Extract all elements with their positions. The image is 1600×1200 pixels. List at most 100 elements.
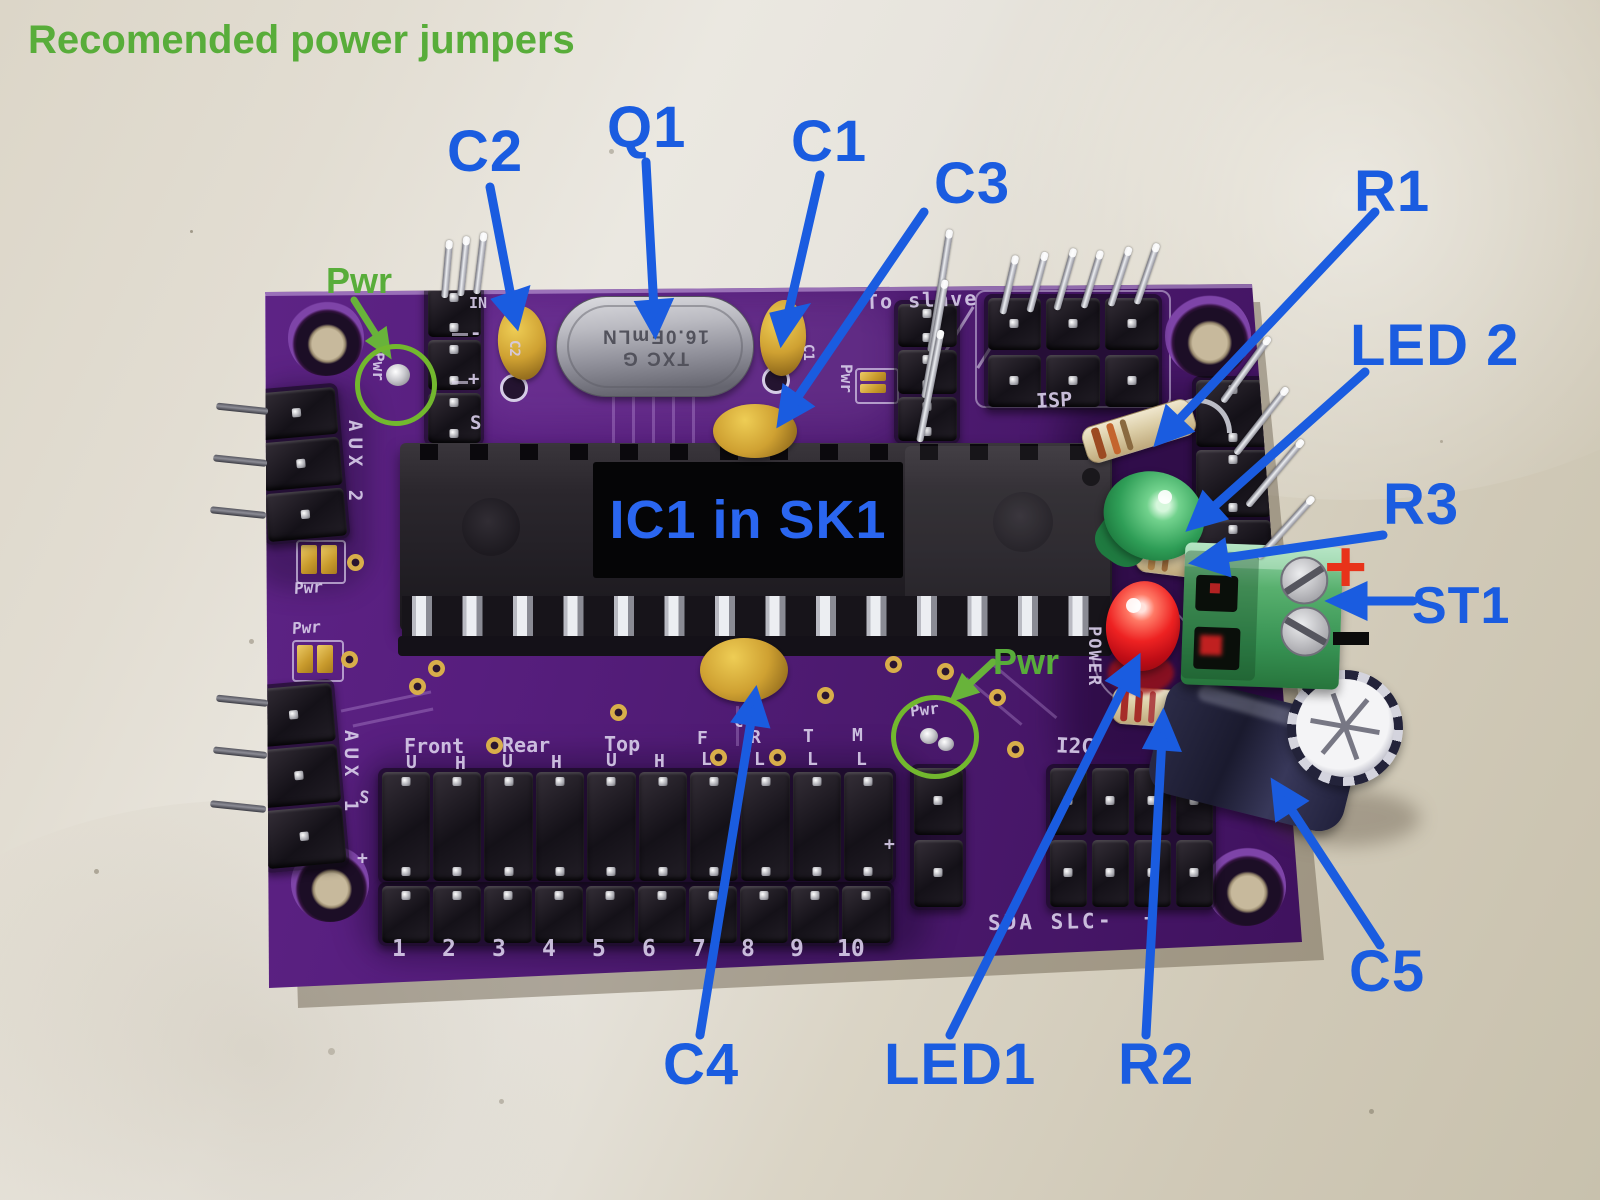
pin-socket-glint [1228, 454, 1238, 464]
gold-pad [860, 384, 886, 393]
pin-socket-glint [452, 776, 462, 786]
pin-socket-glint [863, 866, 873, 876]
pin-socket-glint [657, 890, 667, 900]
silk-pin-7: 7 [692, 936, 706, 962]
header-cell [535, 771, 585, 881]
pin-socket-glint [861, 890, 871, 900]
ic1-mold-mark-left [462, 498, 520, 556]
pin-socket-glint [922, 308, 932, 318]
header-cell [1091, 839, 1129, 907]
pin-socket-glint [709, 866, 719, 876]
trace [736, 706, 739, 746]
pin-socket-glint [933, 868, 943, 877]
pin-socket-glint [759, 890, 769, 900]
trace [612, 396, 615, 444]
silk-col-l2: L [754, 749, 765, 770]
gold-pad [860, 372, 886, 381]
plated-hole [710, 749, 727, 766]
plated-hole [428, 660, 445, 677]
silk-pin-10: 10 [837, 936, 865, 962]
silk-col-l1: L [701, 749, 712, 770]
pin-socket-glint [554, 890, 564, 900]
silk-bus-minus: - [1098, 908, 1111, 932]
silk-pin-4: 4 [542, 936, 556, 962]
trace [692, 396, 695, 444]
header-cell [1049, 839, 1087, 907]
plated-hole [486, 737, 503, 754]
pin-socket-glint [812, 866, 822, 876]
pin-socket-glint [658, 776, 668, 786]
silk-col-m: M [852, 725, 863, 746]
silk-col-t: T [803, 726, 814, 747]
header-cell [739, 885, 789, 943]
silk-top: Top [604, 732, 641, 756]
ic1-mold-mark-right [993, 492, 1053, 552]
header-cell [586, 885, 635, 943]
pin-socket-glint [1068, 375, 1078, 385]
arrow-r3 [1188, 530, 1388, 578]
arrow-q1 [633, 157, 675, 341]
callout-st1: ST1 [1412, 577, 1511, 635]
header-cell [427, 392, 481, 443]
pin-socket-glint [449, 428, 459, 438]
silk-pin-3: 3 [492, 936, 506, 962]
pin-socket-glint [810, 890, 820, 900]
silk-col-l3: L [807, 749, 818, 770]
trace [632, 396, 635, 444]
led2-highlight [1158, 490, 1172, 504]
callout-c4: C4 [663, 1032, 740, 1097]
header-cell [638, 771, 687, 881]
plated-hole [989, 689, 1006, 706]
silk-pin-9: 9 [790, 936, 804, 962]
header-cell [587, 771, 636, 881]
header-cell [381, 885, 430, 943]
trace [652, 396, 655, 444]
header-cell [844, 771, 893, 881]
pin-socket-glint [1228, 524, 1238, 534]
minus-symbol [1333, 632, 1369, 645]
silk-in-minus: - [470, 322, 482, 344]
plated-hole [1007, 741, 1024, 758]
pwr-jumper-circle-top-left [355, 344, 437, 426]
plated-hole [885, 656, 902, 673]
pin-socket-glint [504, 776, 514, 786]
arrow-c2 [485, 182, 531, 332]
pwr-jumper-circle-center [891, 695, 979, 779]
silk-pin-5: 5 [592, 936, 606, 962]
pin-socket-glint [1105, 868, 1115, 877]
pin-socket-glint [449, 345, 459, 355]
silk-col-f: F [697, 728, 708, 749]
pin-socket-glint [555, 866, 565, 876]
pin-socket-glint [401, 890, 411, 900]
trace [672, 396, 675, 444]
header-cell [1104, 297, 1159, 350]
pin-socket-glint [605, 890, 615, 900]
plated-hole [610, 704, 627, 721]
desk-specks [190, 230, 193, 233]
header-cell [1046, 354, 1100, 407]
pin-socket-glint [504, 866, 514, 876]
header-cell [637, 885, 686, 943]
gold-pad [301, 545, 317, 574]
silk-rear: Rear [502, 733, 551, 757]
silk-col-r: R [750, 727, 761, 748]
gold-pad [297, 645, 313, 673]
pin-socket-glint [449, 375, 459, 385]
plated-hole [937, 663, 954, 680]
capacitor-c4 [700, 638, 788, 702]
pin-socket-glint [812, 776, 822, 786]
pin-socket-glint [1189, 868, 1199, 877]
header-cell [427, 287, 481, 338]
silk-pin-8: 8 [741, 936, 755, 962]
header-cell [432, 771, 482, 881]
silk-in: IN [469, 294, 488, 312]
callout-c1: C1 [791, 109, 868, 174]
silk-row-plus-right: + [884, 834, 895, 855]
callout-q1: Q1 [607, 95, 687, 160]
pin-socket-glint [1063, 868, 1073, 877]
mounting-hole-top-left [288, 300, 364, 376]
arrow-c4 [695, 685, 771, 1040]
pin-socket-glint [449, 397, 459, 407]
pin-socket-glint [449, 292, 459, 302]
photo-title: Recomended power jumpers [28, 18, 575, 62]
